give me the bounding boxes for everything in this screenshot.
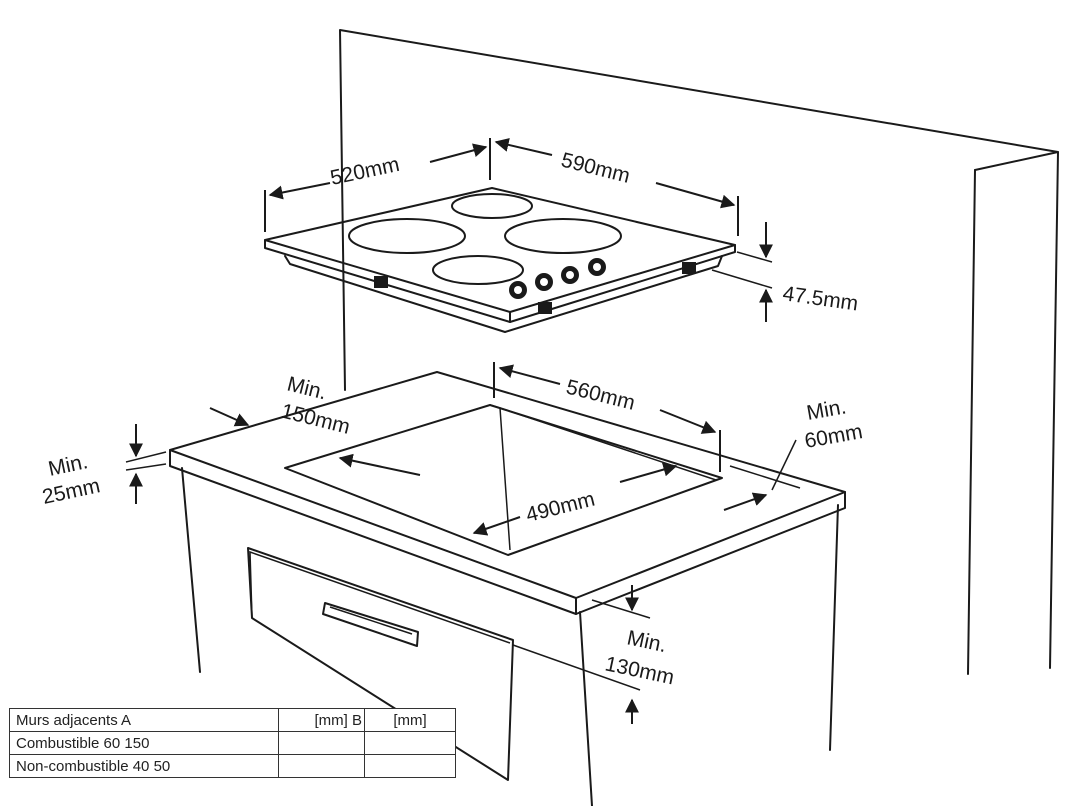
- min-back-label: Min.: [285, 373, 329, 405]
- dim-490: 490mm: [524, 488, 598, 527]
- dim-cutout-depth: 490mm: [338, 453, 678, 536]
- table-row: Non-combustible 40 50: [9, 754, 456, 778]
- dim-min-front: Min. 25mm: [40, 424, 167, 509]
- table-cell: [278, 754, 365, 778]
- burner-left: [348, 218, 466, 254]
- table-header-cell: Murs adjacents A: [9, 708, 279, 732]
- dim-hob-top: 520mm 590mm: [264, 138, 739, 236]
- table-header-cell: [mm]: [364, 708, 456, 732]
- dim-hob-height: 47.5mm: [711, 222, 860, 322]
- dim-47-5: 47.5mm: [781, 282, 859, 315]
- dim-520: 520mm: [328, 153, 401, 190]
- min-side-label: Min.: [805, 395, 848, 425]
- min-side-value: 60mm: [803, 420, 864, 453]
- cabinet: [181, 467, 839, 806]
- dim-min-side: Min. 60mm: [723, 395, 864, 511]
- min-front-value: 25mm: [40, 474, 102, 509]
- table-row: Combustible 60 150: [9, 731, 456, 755]
- control-knobs: [509, 258, 606, 299]
- table-cell: [364, 754, 456, 778]
- table-cell: Non-combustible 40 50: [9, 754, 279, 778]
- min-below-value: 130mm: [603, 652, 676, 689]
- worktop: [169, 371, 846, 615]
- hob: [264, 187, 736, 333]
- table-cell: [278, 731, 365, 755]
- table-header-cell: [mm] B: [278, 708, 365, 732]
- burner-right: [504, 218, 622, 254]
- min-below-label: Min.: [625, 626, 669, 657]
- min-back-value: 150mm: [279, 400, 353, 439]
- dim-min-back: Min. 150mm: [209, 373, 353, 439]
- table-header-row: Murs adjacents A [mm] B [mm]: [9, 708, 456, 732]
- table-cell: Combustible 60 150: [9, 731, 279, 755]
- dim-590: 590mm: [559, 149, 633, 188]
- clearance-table: Murs adjacents A [mm] B [mm] Combustible…: [9, 708, 456, 778]
- dim-560: 560mm: [564, 376, 638, 415]
- back-wall: [339, 29, 1059, 675]
- dim-min-below: Min. 130mm: [512, 585, 676, 724]
- burner-front: [432, 255, 524, 285]
- table-cell: [364, 731, 456, 755]
- burner-back: [451, 193, 533, 219]
